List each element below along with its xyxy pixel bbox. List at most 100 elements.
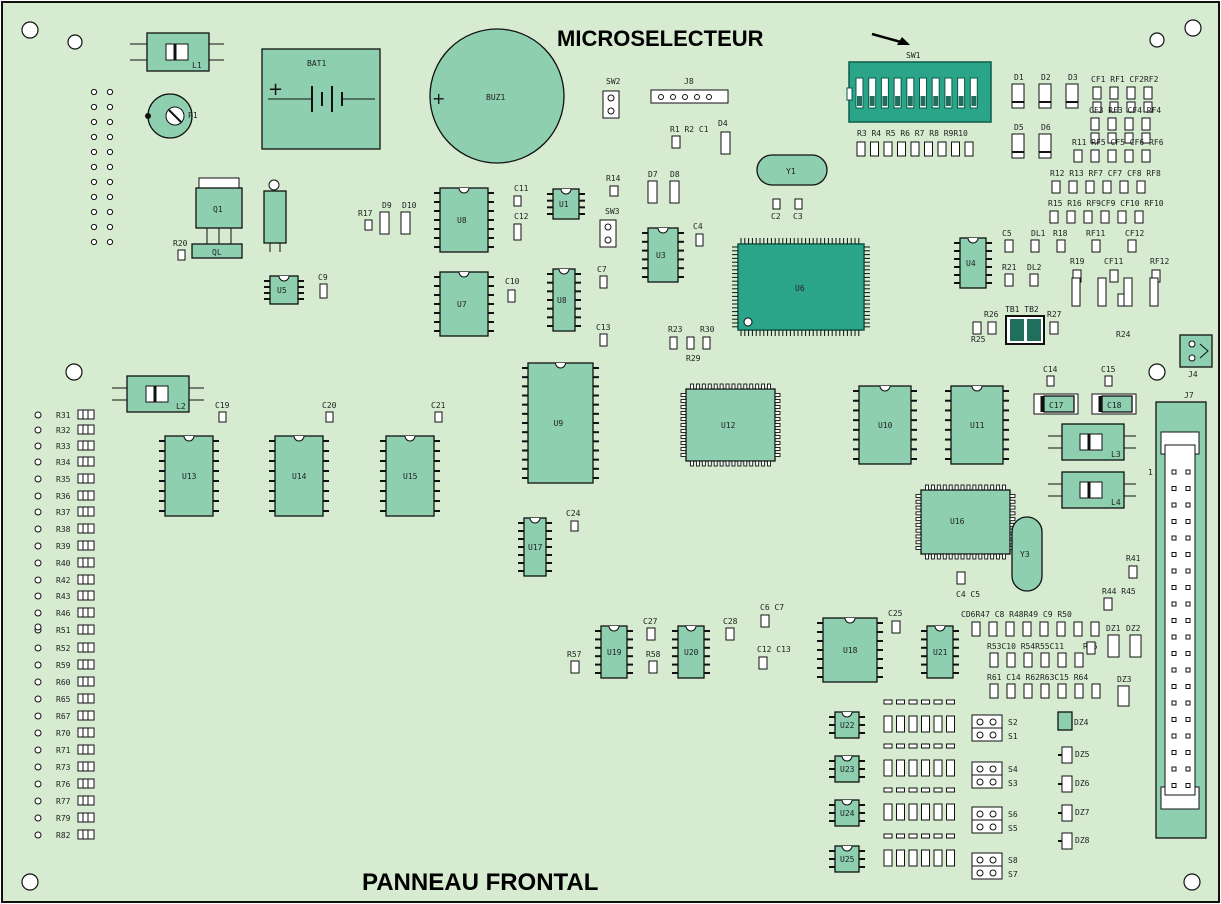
ic-u23: U23 [829, 755, 865, 783]
svg-text:CD6R47 C8 R48R49 C9 R50: CD6R47 C8 R48R49 C9 R50 [961, 610, 1072, 619]
ic-u12: U12 [680, 383, 781, 467]
svg-text:R15 R16 RF9CF9 CF10 RF10: R15 R16 RF9CF9 CF10 RF10 [1048, 199, 1164, 208]
svg-text:S4: S4 [1008, 765, 1018, 774]
ic-u6: U6 [732, 238, 870, 336]
svg-text:R79: R79 [56, 814, 71, 823]
svg-text:D3: D3 [1068, 73, 1078, 82]
left-resistor-column: R31R32R33R34R35R36R37R38R39R40R42R43R46R… [34, 409, 95, 840]
svg-text:R44 R45: R44 R45 [1102, 587, 1136, 596]
battery-bat1: BAT1 + [261, 48, 381, 150]
dip-switch-sw1: SW1 [846, 51, 992, 123]
svg-text:R52: R52 [56, 644, 71, 653]
svg-text:R18: R18 [1053, 229, 1068, 238]
svg-text:U24: U24 [840, 809, 855, 818]
svg-text:U16: U16 [950, 517, 965, 526]
svg-text:U18: U18 [843, 646, 858, 655]
svg-text:C28: C28 [723, 617, 738, 626]
svg-text:C12 C13: C12 C13 [757, 645, 791, 654]
svg-text:U13: U13 [182, 472, 197, 481]
switch-sw3: SW3 [599, 207, 620, 248]
svg-text:R20: R20 [173, 239, 188, 248]
ic-u5: U5 [264, 275, 304, 305]
svg-text:R42: R42 [56, 576, 71, 585]
buzzer-buz1: + BUZ1 [429, 28, 565, 164]
svg-text:C4: C4 [693, 222, 703, 231]
connector-j7: J7 1 [1148, 391, 1207, 839]
header-dots-left [90, 88, 114, 246]
svg-text:C24: C24 [566, 509, 581, 518]
svg-text:CF1 RF1 CF2RF2: CF1 RF1 CF2RF2 [1091, 75, 1159, 84]
svg-text:C17: C17 [1049, 401, 1064, 410]
svg-text:C2: C2 [771, 212, 781, 221]
svg-text:S2: S2 [1008, 718, 1018, 727]
svg-text:D9: D9 [382, 201, 392, 210]
svg-text:C27: C27 [643, 617, 658, 626]
ic-u4: U4 [954, 237, 992, 289]
svg-text:DZ2: DZ2 [1126, 624, 1141, 633]
svg-text:C12: C12 [514, 212, 529, 221]
svg-text:S7: S7 [1008, 870, 1018, 879]
inductor-l4: L4 [1048, 471, 1136, 509]
svg-text:U4: U4 [966, 259, 976, 268]
ic-u21: U21 [921, 625, 959, 679]
svg-text:S3: S3 [1008, 779, 1018, 788]
ic-u8b: U8 [547, 268, 581, 332]
svg-text:U6: U6 [795, 284, 805, 293]
svg-text:C21: C21 [431, 401, 446, 410]
svg-text:C14: C14 [1043, 365, 1058, 374]
svg-text:P1: P1 [188, 111, 198, 120]
svg-text:R31: R31 [56, 411, 71, 420]
mounting-holes [21, 19, 1202, 891]
svg-text:R46: R46 [56, 609, 71, 618]
svg-text:R11 RF5 CF5 CF6 RF6: R11 RF5 CF5 CF6 RF6 [1072, 138, 1164, 147]
svg-text:D4: D4 [718, 119, 728, 128]
svg-text:S8: S8 [1008, 856, 1018, 865]
switch-sw2: SW2 [602, 77, 621, 119]
svg-text:C10: C10 [505, 277, 520, 286]
ic-u3: U3 [642, 227, 684, 283]
svg-text:S1: S1 [1008, 732, 1018, 741]
ic-u10: U10 [853, 385, 917, 465]
svg-text:U23: U23 [840, 765, 855, 774]
inductor-l3: L3 [1048, 423, 1136, 461]
svg-text:C11: C11 [514, 184, 529, 193]
svg-text:D10: D10 [402, 201, 417, 210]
svg-text:J8: J8 [684, 77, 694, 86]
svg-text:R24: R24 [1116, 330, 1131, 339]
crystal-y3: Y3 [1011, 516, 1043, 592]
svg-text:R57: R57 [567, 650, 582, 659]
svg-text:R21: R21 [1002, 263, 1017, 272]
svg-text:QL: QL [212, 248, 222, 257]
capacitor-c18: C18 [1091, 393, 1137, 415]
svg-text:R1 R2 C1: R1 R2 C1 [670, 125, 709, 134]
svg-text:BAT1: BAT1 [307, 59, 326, 68]
svg-text:C20: C20 [322, 401, 337, 410]
arrow-head-icon [897, 37, 910, 45]
svg-text:R33: R33 [56, 442, 71, 451]
sw1-resistor-labels: R3 R4 R5 R6 R7 R8 R9R10 [857, 129, 968, 138]
svg-text:U1: U1 [559, 200, 569, 209]
svg-text:R32: R32 [56, 426, 71, 435]
svg-text:SW2: SW2 [606, 77, 621, 86]
svg-text:L1: L1 [192, 61, 202, 70]
ic-u19: U19 [595, 625, 633, 679]
regulator-q1: Q1 QL [191, 177, 243, 259]
svg-text:R82: R82 [56, 831, 71, 840]
svg-text:CF12: CF12 [1125, 229, 1144, 238]
ic-u14: U14 [269, 435, 329, 517]
inductor-l2: L2 [112, 375, 204, 413]
svg-text:U9: U9 [554, 419, 564, 428]
annotation-panneau-frontal: PANNEAU FRONTAL [362, 869, 598, 896]
ic-u11: U11 [945, 385, 1009, 465]
svg-text:+: + [268, 79, 283, 100]
svg-text:U3: U3 [656, 251, 666, 260]
svg-text:L3: L3 [1111, 450, 1121, 459]
svg-text:DL2: DL2 [1027, 263, 1042, 272]
capacitor-c17: C17 [1033, 393, 1079, 415]
svg-text:R73: R73 [56, 763, 71, 772]
svg-text:TB1 TB2: TB1 TB2 [1005, 305, 1039, 314]
svg-text:R76: R76 [56, 780, 71, 789]
